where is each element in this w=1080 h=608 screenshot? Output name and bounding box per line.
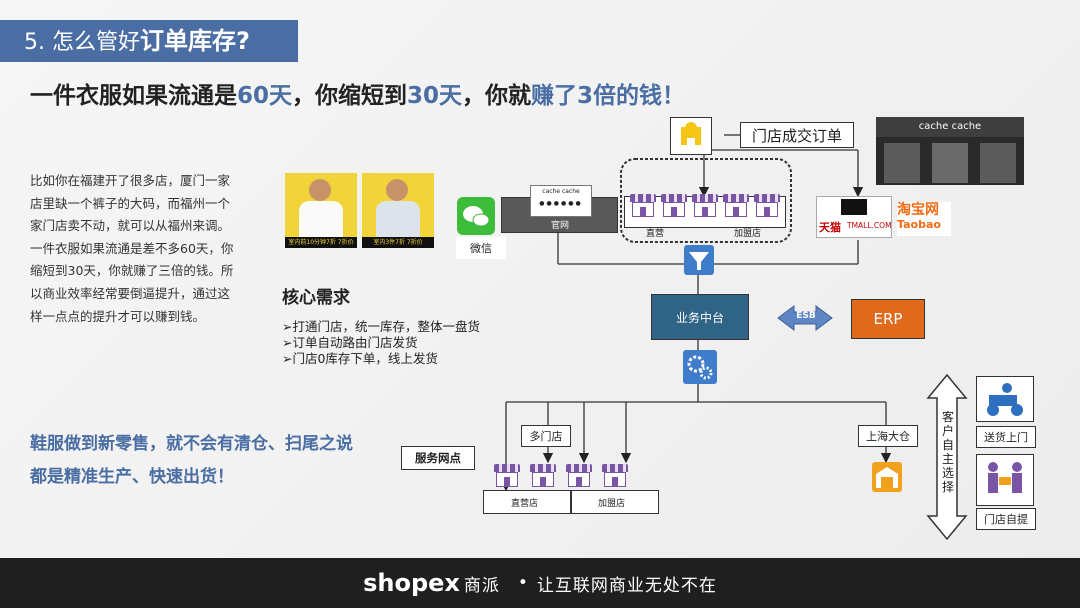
diagram-connectors	[500, 134, 968, 541]
core-needs-list: ➢打通门店，统一库存，整体一盘货 ➢订单自动路由门店发货 ➢门店0库存下单，线上…	[282, 319, 480, 367]
service-point-box: 服务网点	[401, 446, 475, 470]
store-icon	[661, 194, 687, 218]
store-icon	[630, 194, 656, 218]
store-icon	[602, 464, 628, 488]
official-site-label: 官网	[550, 221, 569, 231]
headline-part: ，你缩短到	[292, 83, 408, 109]
customer-choice-label: 客户自主选择	[941, 410, 954, 494]
bottom-direct-label: 直营店	[511, 499, 539, 509]
slogan: 鞋服做到新零售，就不会有清仓、扫尾之说 都是精准生产、快速出货！	[30, 428, 353, 494]
brand-logo: cache cache●●●●●●	[530, 185, 592, 217]
footer-slogan: 让互联网商业无处不在	[536, 575, 717, 596]
wechat-icon	[457, 197, 495, 235]
bottom-direct-box	[483, 490, 571, 514]
delivery-icon	[976, 376, 1034, 422]
product-photo: 室内前10分钟7折 7折价	[285, 173, 357, 248]
esb-label: ESB	[796, 311, 816, 321]
pickup-box: 门店自提	[976, 508, 1036, 530]
core-need-item: ➢打通门店，统一库存，整体一盘货	[282, 319, 480, 334]
product-photo: 室内3件7折 7折价	[362, 173, 434, 248]
brand-logo-text: cache cache	[542, 188, 580, 195]
top-store-row	[630, 194, 780, 218]
customer-icon	[670, 117, 712, 155]
core-needs-title: 核心需求	[282, 288, 350, 308]
slogan-line: 鞋服做到新零售，就不会有清仓、扫尾之说	[30, 434, 353, 454]
section-title: 5. 怎么管好订单库存?	[0, 20, 298, 62]
photo-caption: 室内3件7折 7折价	[362, 237, 434, 248]
top-direct-label: 直营	[646, 229, 665, 239]
warehouse-icon	[872, 462, 902, 492]
footer-dot: •	[517, 573, 529, 593]
business-middle-platform: 业务中台	[651, 294, 749, 340]
headline-highlight: 60天	[237, 83, 293, 109]
footer-bar: shopex 商派 • 让互联网商业无处不在	[0, 558, 1080, 608]
bottom-franchise-box	[571, 490, 659, 514]
wechat-label: 微信	[456, 237, 506, 259]
tmall-en: TMALL.COM	[847, 221, 892, 230]
taobao-cn: 淘宝网	[897, 202, 939, 218]
store-front-image: cache cache	[876, 117, 1024, 185]
store-icon	[566, 464, 592, 488]
headline-highlight: 30天	[407, 83, 463, 109]
shanghai-warehouse-box: 上海大仓	[858, 425, 918, 447]
delivery-box: 送货上门	[976, 426, 1036, 448]
taobao-en: Taobao	[897, 218, 941, 231]
taobao-logo: 淘宝网 Taobao	[897, 202, 951, 236]
store-order-box: 门店成交订单	[740, 122, 854, 148]
multi-store-box: 多门店	[521, 425, 571, 447]
store-icon	[723, 194, 749, 218]
bottom-store-row	[494, 464, 628, 488]
photo-caption: 室内前10分钟7折 7折价	[285, 237, 357, 248]
store-icon	[494, 464, 520, 488]
footer-brand: shopex	[363, 569, 460, 597]
tmall-logo: 天猫 TMALL.COM	[816, 196, 892, 238]
explanation-paragraph: 比如你在福建开了很多店，厦门一家店里缺一个裤子的大码，而福州一个家门店卖不动，就…	[30, 173, 234, 324]
slogan-line: 都是精准生产、快速出货！	[30, 467, 234, 487]
headline-highlight: 赚了3倍的钱！	[531, 83, 686, 109]
title-prefix: 5. 怎么管好	[24, 30, 140, 55]
headline: 一件衣服如果流通是60天，你缩短到30天，你就赚了3倍的钱！	[30, 76, 685, 110]
pickup-icon	[976, 454, 1034, 506]
store-icon	[530, 464, 556, 488]
headline-part: ，你就	[462, 83, 532, 109]
top-franchise-label: 加盟店	[734, 229, 762, 239]
tmall-cn: 天猫	[819, 221, 841, 234]
store-icon	[754, 194, 780, 218]
footer-brand-cn: 商派	[463, 575, 500, 596]
erp-box: ERP	[851, 299, 925, 339]
title-emphasis: 订单库存?	[139, 27, 250, 55]
funnel-icon	[684, 245, 714, 275]
headline-part: 一件衣服如果流通是	[30, 83, 237, 109]
store-sign: cache cache	[876, 117, 1024, 137]
bottom-franchise-label: 加盟店	[598, 499, 626, 509]
gear-icon	[683, 350, 717, 384]
store-icon	[692, 194, 718, 218]
core-need-item: ➢订单自动路由门店发货	[282, 335, 418, 350]
core-need-item: ➢门店0库存下单，线上发货	[282, 351, 438, 366]
